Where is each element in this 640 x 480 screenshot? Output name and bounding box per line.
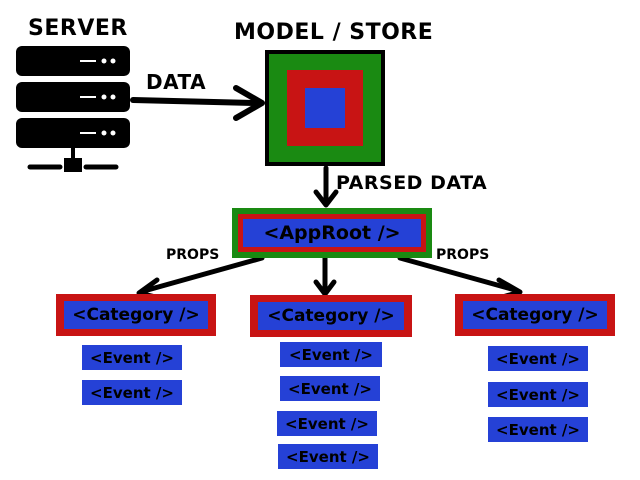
event-component: <Event /> [488,417,588,442]
event-component: <Event /> [82,345,182,370]
category-component-left: <Category /> [56,294,216,336]
data-label: DATA [146,70,207,94]
model-store-box [265,50,385,166]
props-label-left: PROPS [166,247,220,263]
category-component-right: <Category /> [455,294,615,336]
props-arrow-left [136,255,265,301]
event-component: <Event /> [280,376,380,401]
category-label: <Category /> [463,301,607,329]
event-component: <Event /> [488,382,588,407]
app-root-label: <AppRoot /> [243,219,421,247]
app-root-component: <AppRoot /> [232,208,432,258]
event-component: <Event /> [280,342,382,367]
category-label: <Category /> [64,301,208,329]
event-component: <Event /> [278,444,378,469]
event-component: <Event /> [277,411,377,436]
parsed-data-arrow [313,165,339,208]
server-icon [16,46,130,172]
category-component-middle: <Category /> [250,295,412,337]
server-label: SERVER [28,16,128,41]
props-label-right: PROPS [436,247,490,263]
parsed-data-label: PARSED DATA [336,172,488,194]
props-arrow-right [397,255,523,301]
event-component: <Event /> [82,380,182,405]
data-arrow [130,85,265,121]
props-arrow-middle [313,255,337,297]
category-label: <Category /> [258,302,404,330]
event-component: <Event /> [488,346,588,371]
model-store-label: MODEL / STORE [234,20,434,45]
